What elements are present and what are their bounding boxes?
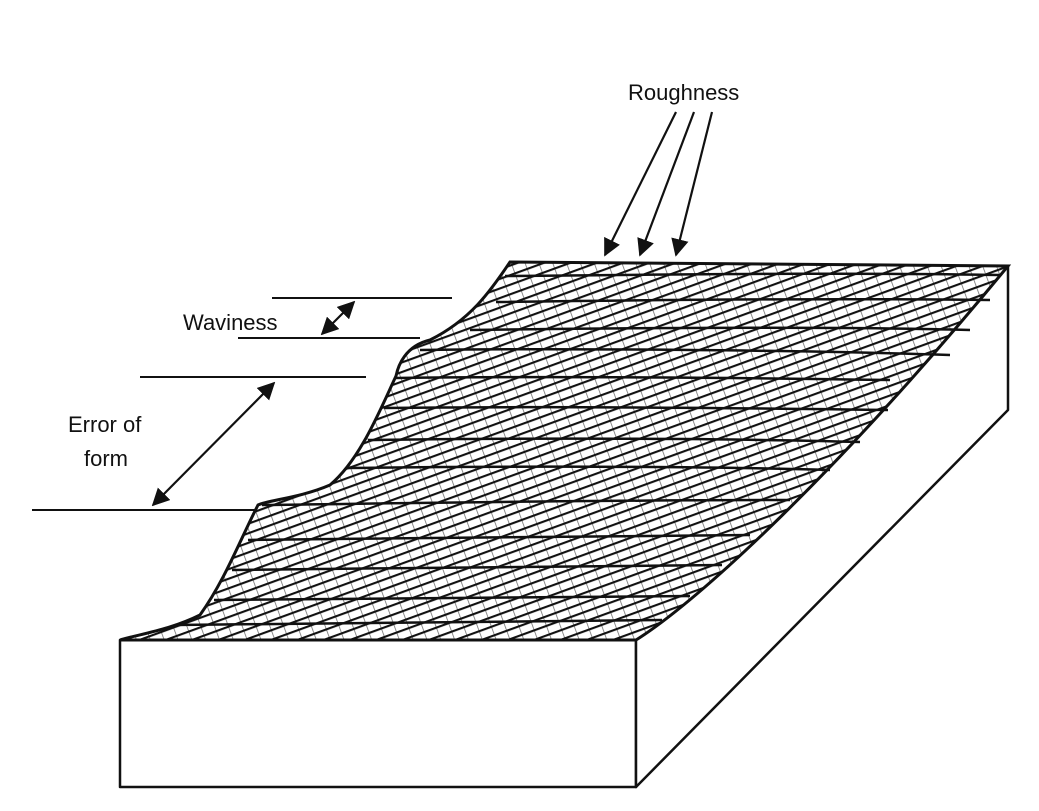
textured-surface: [119, 260, 1012, 642]
error-of-form-label-line1: Error of: [68, 412, 142, 437]
roughness-arrow-2: [637, 111, 696, 257]
roughness-annotation: Roughness: [604, 80, 739, 257]
roughness-label: Roughness: [628, 80, 739, 105]
roughness-arrow-1: [604, 111, 677, 257]
specimen-block: [118, 264, 1010, 789]
block-front-face: [118, 638, 638, 789]
waviness-arrow: [320, 300, 356, 336]
waviness-annotation: Waviness: [183, 297, 452, 339]
error-of-form-label-line2: form: [84, 446, 128, 471]
surface-crosshatch: [120, 262, 1008, 640]
ridge-lines: [174, 272, 1001, 627]
error-of-form-arrow: [151, 381, 276, 507]
waviness-label: Waviness: [183, 310, 278, 335]
error-of-form-annotation: Error of form: [32, 376, 366, 511]
roughness-arrow-3: [671, 111, 714, 257]
